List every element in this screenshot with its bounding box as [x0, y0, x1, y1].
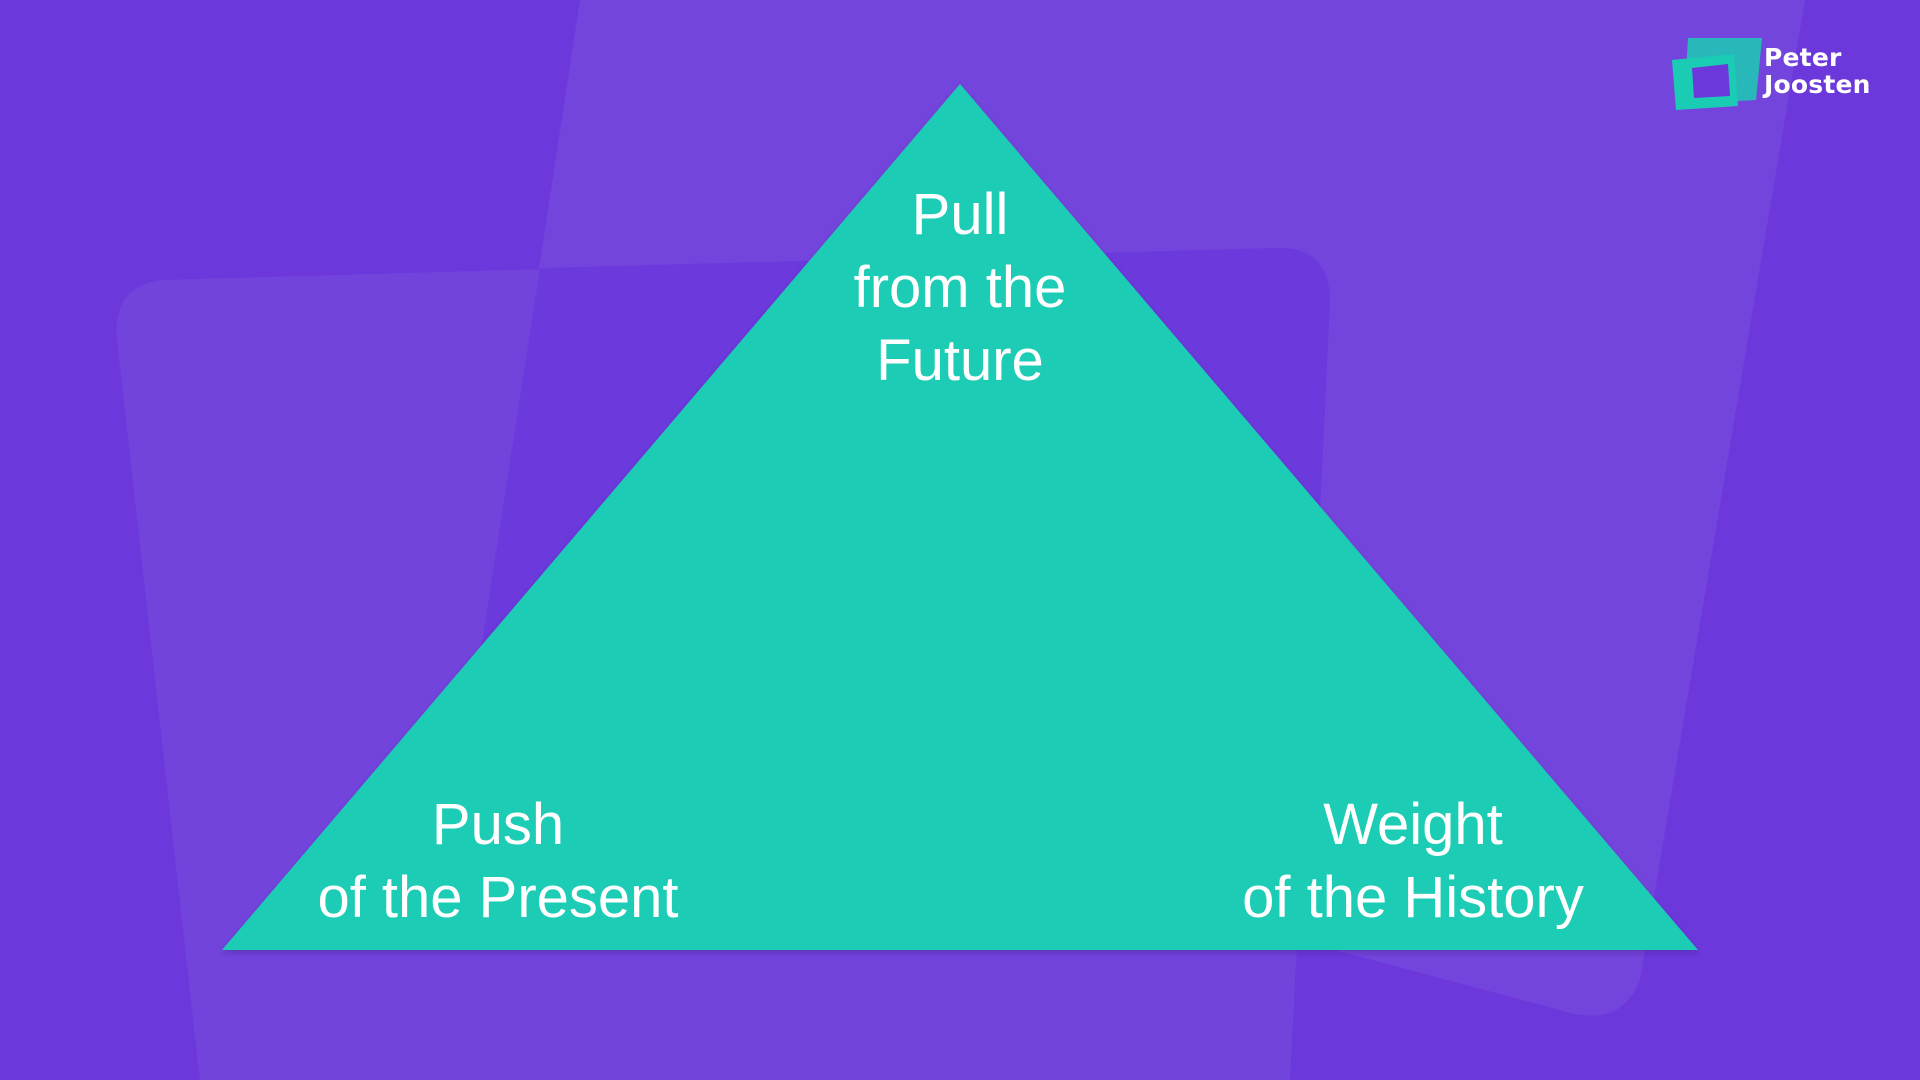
rotated-square-frames-icon [1672, 38, 1762, 110]
label-left-line-1: Push [431, 792, 565, 857]
label-right-line-1: Weight [1323, 792, 1503, 857]
label-top-line-2: from the [853, 255, 1067, 320]
label-pull-from-the-future: Pull from the Future [760, 178, 1160, 397]
logo-line-2: Joosten [1764, 70, 1871, 99]
label-right-line-2: of the History [1242, 865, 1584, 930]
logo-text: Peter Joosten [1764, 44, 1871, 98]
label-left-line-2: of the Present [317, 865, 679, 930]
label-push-of-the-present: Push of the Present [248, 788, 748, 934]
logo: Peter Joosten [1670, 34, 1890, 114]
label-weight-of-the-history: Weight of the History [1163, 788, 1663, 934]
logo-line-1: Peter [1764, 43, 1842, 72]
label-top-line-3: Future [876, 328, 1044, 393]
label-top-line-1: Pull [911, 182, 1009, 247]
triangle-shape [222, 84, 1698, 950]
